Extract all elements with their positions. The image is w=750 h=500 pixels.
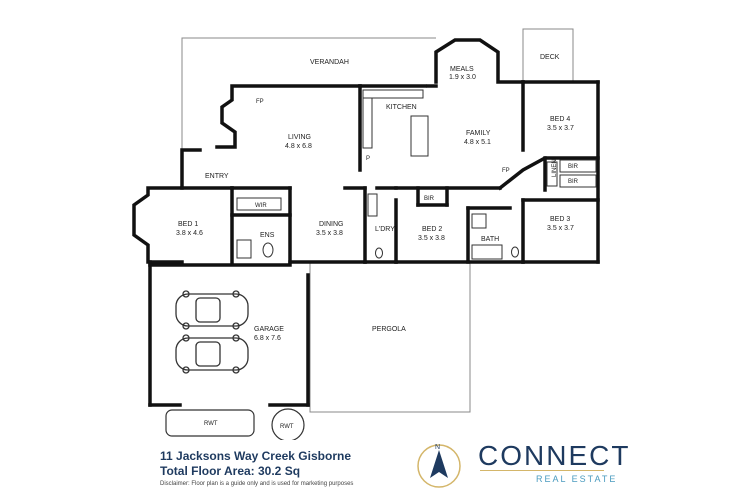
compass-icon: N [417, 444, 461, 488]
disclaimer-text: Disclaimer: Floor plan is a guide only a… [160, 481, 354, 487]
compass-north-label: N [435, 444, 440, 451]
bir-label-bed2: BIR [424, 196, 435, 202]
bed3-dim: 3.5 x 3.7 [547, 225, 574, 232]
pantry-label: P [366, 156, 370, 162]
bed4-label: BED 4 [550, 116, 570, 123]
bed1-dim: 3.8 x 4.6 [176, 230, 203, 237]
rwt-tank-2 [271, 408, 305, 440]
walls [132, 38, 600, 407]
fp-label-family: FP [502, 168, 510, 174]
bed3-label: BED 3 [550, 216, 570, 223]
dining-dim: 3.5 x 3.8 [316, 230, 343, 237]
brand-divider [480, 470, 604, 471]
rwt-tank-1 [165, 409, 255, 437]
wir-label: WIR [255, 203, 267, 209]
garage-dim: 6.8 x 7.6 [254, 335, 281, 342]
brand-subtitle: REAL ESTATE [536, 474, 618, 484]
garage-label: GARAGE [254, 326, 284, 333]
entry-label: ENTRY [205, 173, 229, 180]
brand-logo-text: CONNECT [478, 440, 631, 471]
ens-label: ENS [260, 232, 275, 239]
meals-label: MEALS [450, 66, 474, 73]
car-icon-top [175, 290, 249, 330]
bed2-dim: 3.5 x 3.8 [418, 235, 445, 242]
meals-dim: 1.9 x 3.0 [449, 74, 476, 81]
dining-label: DINING [319, 221, 344, 228]
bed1-label: BED 1 [178, 221, 198, 228]
property-address: 11 Jacksons Way Creek Gisborne [160, 449, 351, 463]
car-icon-bottom [175, 334, 249, 374]
deck-label: DECK [540, 54, 560, 61]
bed2-label: BED 2 [422, 226, 442, 233]
ldry-label: L'DRY [375, 226, 395, 233]
living-dim: 4.8 x 6.8 [285, 143, 312, 150]
linen-label: LINEN [552, 159, 558, 177]
verandah-label: VERANDAH [310, 59, 349, 66]
family-dim: 4.8 x 5.1 [464, 139, 491, 146]
rwt-label-1: RWT [204, 421, 218, 427]
rwt-label-2: RWT [280, 424, 294, 430]
bath-label: BATH [481, 236, 499, 243]
living-label: LIVING [288, 134, 311, 141]
pergola-label: PERGOLA [372, 326, 406, 333]
family-label: FAMILY [466, 130, 491, 137]
bed4-dim: 3.5 x 3.7 [547, 125, 574, 132]
bir-label-bed4: BIR [568, 164, 579, 170]
fp-label-living: FP [256, 99, 264, 105]
fittings [236, 89, 597, 260]
total-floor-area: Total Floor Area: 30.2 Sq [160, 464, 301, 478]
floor-plan: VERANDAH MEALS 1.9 x 3.0 DECK KITCHEN FA… [132, 28, 600, 440]
kitchen-label: KITCHEN [386, 104, 417, 111]
bir-label-bed3: BIR [568, 179, 579, 185]
